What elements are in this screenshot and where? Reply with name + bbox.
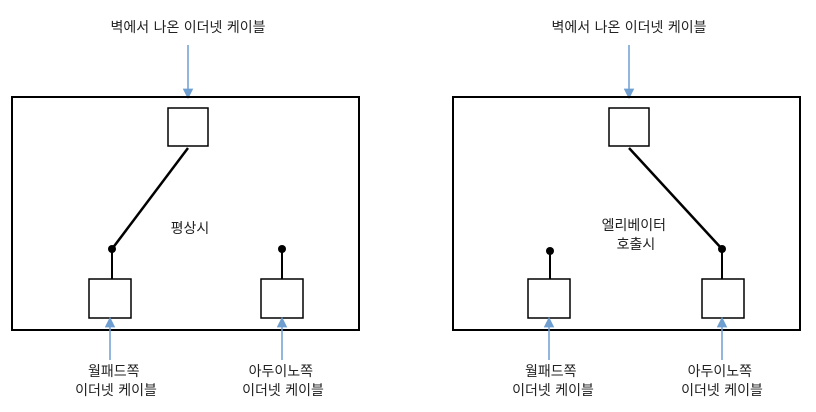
- arduino-label-line2: 이더넷 케이블: [681, 383, 763, 399]
- arduino-label: 아두이노쪽 이더넷 케이블: [681, 364, 763, 399]
- panel-elevator-call: 벽에서 나온 이더넷 케이블 엘리베이터 호출시 월패드쪽 이더넷 케이블: [452, 20, 801, 399]
- arduino-plug: [260, 278, 304, 319]
- patch-cable: [628, 147, 723, 250]
- arduino-plug: [701, 278, 745, 319]
- wallpad-label: 월패드쪽 이더넷 케이블: [512, 364, 594, 399]
- arduino-label-line2: 이더넷 케이블: [242, 383, 324, 399]
- state-label-line1: 엘리베이터: [602, 218, 666, 234]
- wallpad-plug: [527, 278, 571, 319]
- panel-normal: 벽에서 나온 이더넷 케이블 평상시 월패드쪽 이더넷 케이블 아두이노쪽: [11, 20, 360, 399]
- wallpad-label: 월패드쪽 이더넷 케이블: [75, 364, 157, 399]
- state-label-line: 평상시: [171, 221, 210, 237]
- wallpad-label-line1: 월패드쪽: [525, 364, 577, 380]
- wall-cable-label: 벽에서 나온 이더넷 케이블: [551, 20, 706, 36]
- wall-cable-label: 벽에서 나온 이더넷 케이블: [110, 20, 265, 36]
- wallpad-label-line2: 이더넷 케이블: [75, 383, 157, 399]
- state-label: 평상시: [171, 221, 210, 237]
- wall-cable-jack: [608, 107, 650, 147]
- wallpad-label-line2: 이더넷 케이블: [512, 383, 594, 399]
- wallpad-plug: [88, 278, 132, 319]
- wall-cable-jack: [167, 107, 209, 147]
- arduino-label: 아두이노쪽 이더넷 케이블: [242, 364, 324, 399]
- state-label-line2: 호출시: [617, 237, 656, 253]
- wallpad-label-line1: 월패드쪽: [88, 364, 140, 380]
- enclosure-box: [452, 96, 801, 331]
- arduino-label-line1: 아두이노쪽: [688, 364, 753, 380]
- enclosure-box: [11, 96, 360, 331]
- patch-cable: [111, 147, 189, 250]
- arduino-label-line1: 아두이노쪽: [249, 364, 314, 380]
- state-label: 엘리베이터 호출시: [602, 218, 671, 253]
